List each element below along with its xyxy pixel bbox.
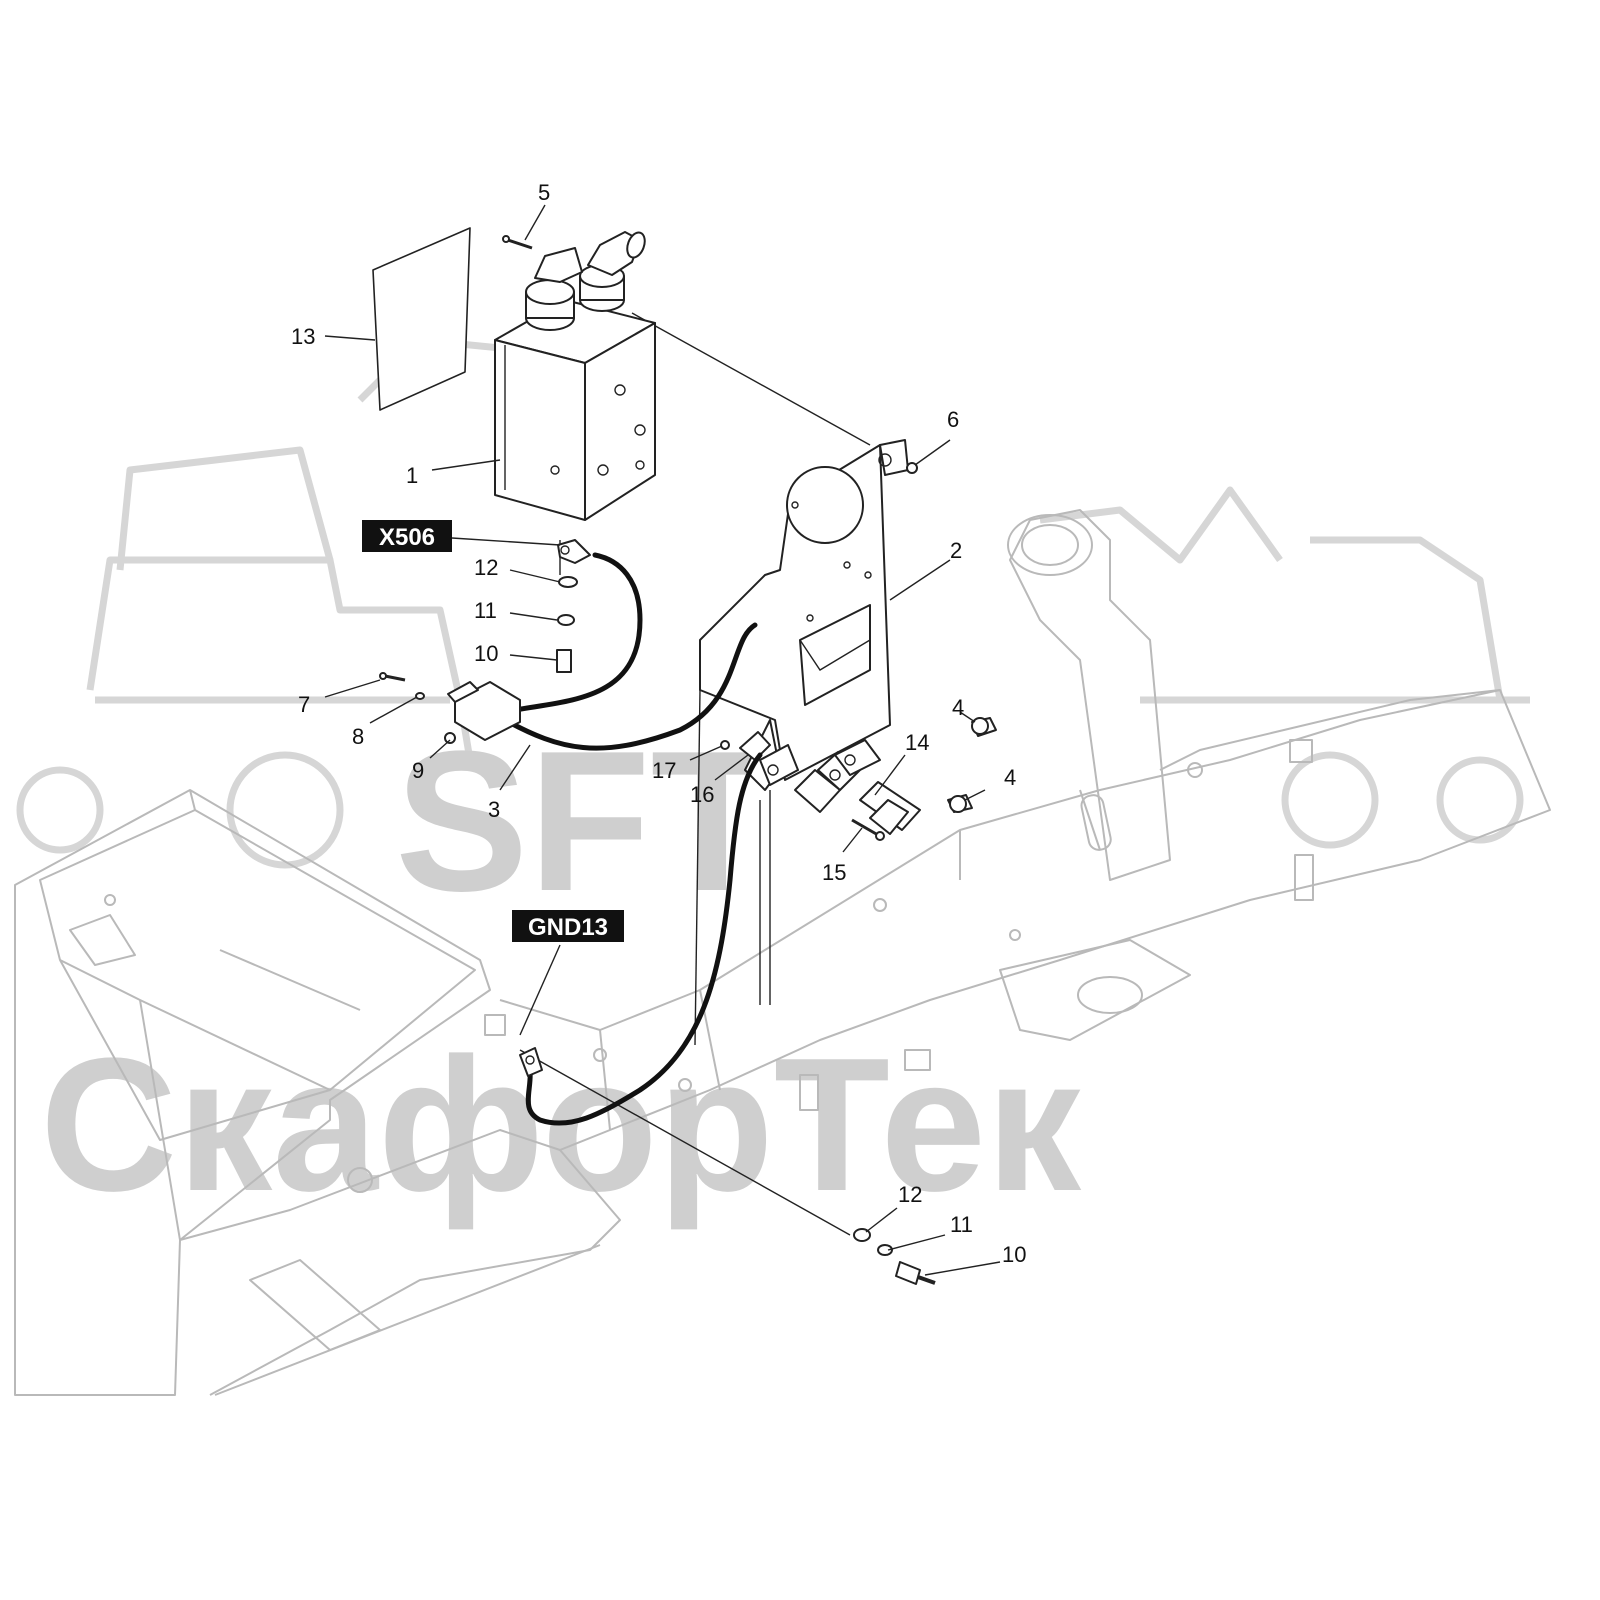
tag-x506: X506 (362, 520, 452, 552)
callout-4-lower: 4 (1004, 765, 1016, 790)
part-6-nut (906, 462, 918, 474)
bolt-10-lower (895, 1261, 921, 1285)
washer-12-upper (558, 576, 578, 588)
part-16-17 (720, 731, 771, 761)
hardware-upper (556, 576, 578, 673)
part-7-8-9 (379, 672, 456, 744)
callout-1: 1 (406, 463, 418, 488)
part-5-screw (502, 235, 533, 250)
part-4-bolts (947, 717, 997, 813)
part-3-cable (447, 552, 758, 751)
leader-lines (324, 204, 1001, 1276)
callout-4-upper: 4 (952, 695, 964, 720)
callouts: 5 13 1 6 2 12 11 10 7 8 9 3 17 16 14 4 4… (291, 180, 1026, 1267)
tag-gnd13-label: GND13 (528, 914, 608, 941)
callout-10-upper: 10 (474, 641, 498, 666)
callout-16: 16 (690, 782, 714, 807)
watermark-tractor-right (1039, 486, 1530, 849)
battery-box-outline (14, 789, 491, 1396)
part-13-label-sheet (372, 227, 471, 411)
washer-11-lower (877, 1244, 893, 1256)
hardware-lower (853, 1228, 936, 1285)
part-2-mounting-bracket (694, 439, 909, 1046)
watermark: SFT СкафорТек (16, 336, 1530, 1231)
callout-10-lower: 10 (1002, 1242, 1026, 1267)
callout-11-upper: 11 (474, 598, 497, 623)
tag-gnd13: GND13 (512, 910, 624, 942)
callout-2: 2 (950, 538, 962, 563)
callout-12-lower: 12 (898, 1182, 922, 1207)
machine-frame (14, 509, 1551, 1396)
part-1-control-unit (494, 231, 656, 521)
callout-14: 14 (905, 730, 929, 755)
callout-6: 6 (947, 407, 959, 432)
callout-11-lower: 11 (950, 1212, 973, 1237)
gnd13-cable (519, 752, 763, 1126)
part-15-bolt (851, 818, 885, 841)
tag-x506-label: X506 (379, 524, 435, 551)
bolt-10-upper (556, 649, 572, 673)
callout-3: 3 (488, 797, 500, 822)
callout-9: 9 (412, 758, 424, 783)
callout-8: 8 (352, 724, 364, 749)
callout-7: 7 (298, 692, 310, 717)
x506-terminal (557, 539, 591, 564)
part-14-clamps (759, 739, 921, 835)
callout-15: 15 (822, 860, 846, 885)
callout-17: 17 (652, 758, 676, 783)
callout-13: 13 (291, 324, 315, 349)
callout-5: 5 (538, 180, 550, 205)
washer-11-upper (557, 614, 575, 626)
callout-12-upper: 12 (474, 555, 498, 580)
